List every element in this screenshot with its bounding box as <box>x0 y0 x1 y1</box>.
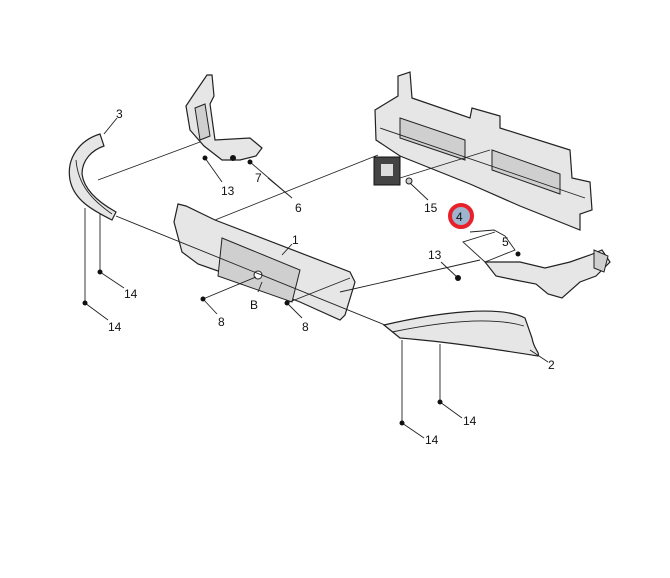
right-bumper-bracket <box>483 249 611 299</box>
callout-4-highlight[interactable]: 4 <box>448 203 474 229</box>
leader-lines <box>84 117 549 439</box>
callout-b: B <box>250 298 258 312</box>
callout-14-d: 14 <box>425 433 439 447</box>
callout-14-a: 14 <box>124 287 138 301</box>
right-fascia-extension <box>382 310 539 357</box>
impact-bar-bracket <box>373 156 413 186</box>
callout-3: 3 <box>116 107 123 121</box>
callout-4: 4 <box>456 210 463 224</box>
callout-8-left: 8 <box>218 315 225 329</box>
callout-7: 7 <box>255 171 262 185</box>
fasteners <box>82 155 521 426</box>
bumper-impact-bar <box>374 71 593 231</box>
callout-1: 1 <box>292 233 299 247</box>
callout-13-left: 13 <box>221 184 235 198</box>
left-bumper-bracket <box>185 74 263 161</box>
front-lower-fascia <box>173 203 356 321</box>
callout-15: 15 <box>424 201 438 215</box>
callout-14-c: 14 <box>463 414 477 428</box>
callout-14-b: 14 <box>108 320 122 334</box>
left-fascia-extension <box>68 133 117 221</box>
callout-6: 6 <box>295 201 302 215</box>
callout-13-right: 13 <box>428 248 442 262</box>
callout-2: 2 <box>548 358 555 372</box>
callout-5: 5 <box>502 235 509 249</box>
callout-8-right: 8 <box>302 320 309 334</box>
